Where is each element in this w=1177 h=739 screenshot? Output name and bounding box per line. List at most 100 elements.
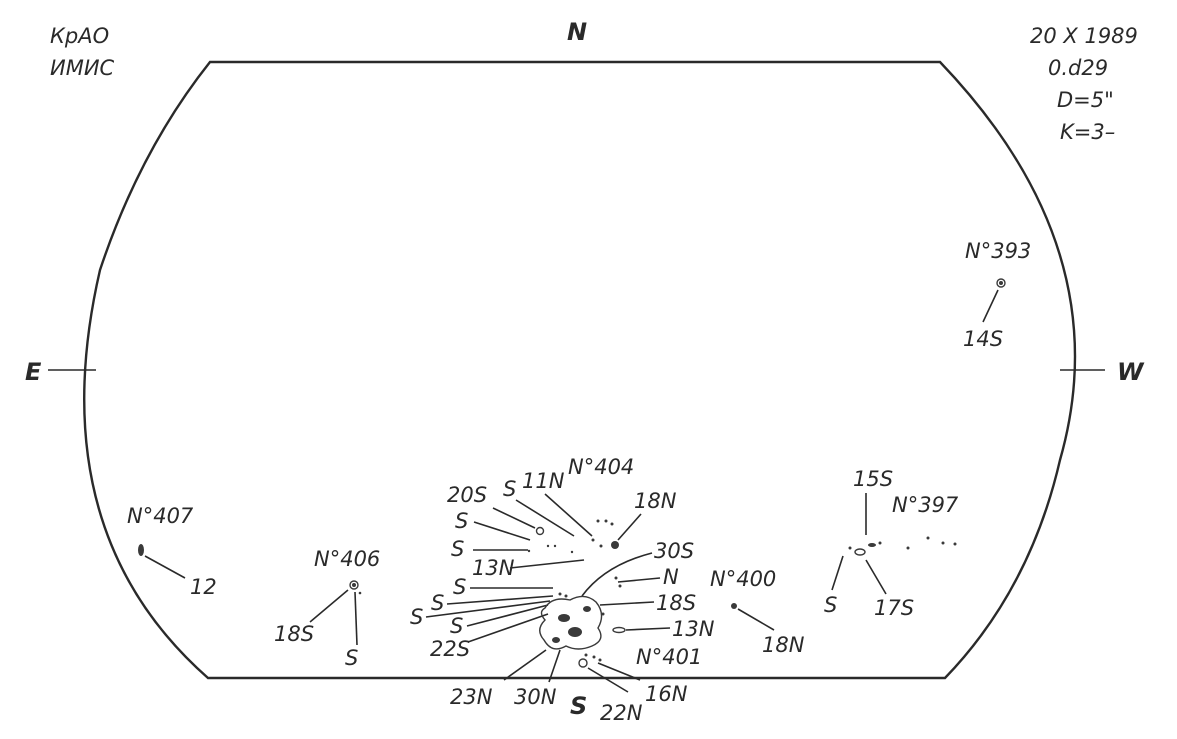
group-401-label-4: 30N	[514, 685, 557, 709]
observatory-line1: КрАО	[50, 24, 109, 48]
group-406: N°406 18S S	[274, 547, 380, 670]
group-404-dot-8	[527, 549, 531, 553]
group-406-leader-s	[354, 591, 358, 646]
group-404-label-0: 20S	[447, 483, 487, 507]
group-401-umbra-4	[583, 606, 591, 612]
group-393-label-0: 14S	[963, 327, 1003, 351]
group-404-label-2: 11N	[522, 469, 565, 493]
group-404-dot-1	[596, 519, 600, 523]
group-404-spot-20s	[535, 526, 545, 536]
group-404-leader-30s	[581, 552, 653, 597]
group-401-dot-1	[614, 576, 618, 580]
direction-west: W	[1117, 358, 1145, 386]
group-406-spot	[349, 580, 359, 590]
group-404-label-10: S	[410, 605, 423, 629]
direction-east: E	[25, 358, 42, 386]
observation-time: 0.d29	[1048, 56, 1108, 80]
group-404-leader-s-e	[425, 600, 551, 618]
group-401-penumbra	[539, 595, 603, 650]
group-406-number: N°406	[314, 547, 380, 571]
group-401-dot-2	[618, 584, 622, 588]
group-401-dot-8	[564, 594, 568, 598]
group-397-dot-1	[848, 546, 852, 550]
group-397-spot-a	[854, 548, 866, 556]
group-397-leader-1	[831, 555, 844, 591]
group-404-label-1: S	[503, 477, 516, 501]
group-404-leader-11n	[544, 493, 593, 537]
group-401: N°401 N 18S 13N 23N 30N 22N 16N	[450, 565, 715, 725]
group-404-dot-2	[604, 519, 608, 523]
group-404-leader-s-d	[446, 595, 554, 605]
group-397-dot-6	[953, 542, 957, 546]
group-404-label-7: 13N	[472, 556, 515, 580]
group-397: N°397 15S S 17S	[824, 467, 959, 620]
group-404: N°404 20S S 11N 18N S S 30S 13N S S S S …	[410, 455, 694, 661]
group-401-dot-6	[598, 658, 602, 662]
group-404-leader-22s	[467, 613, 549, 643]
group-407: N°407 12	[127, 504, 217, 599]
group-404-number: N°404	[568, 455, 634, 479]
group-397-dot-4	[926, 536, 930, 540]
group-401-label-6: 16N	[645, 682, 688, 706]
group-404-label-8: S	[453, 575, 466, 599]
group-404-label-9: S	[431, 591, 444, 615]
group-404-leader-s-top	[515, 499, 575, 537]
group-406-dot	[358, 591, 362, 595]
group-400-spot	[731, 603, 737, 609]
group-404-leader-20s	[492, 507, 536, 529]
group-397-label-2: 17S	[874, 596, 914, 620]
observatory-line2: ИМИС	[50, 56, 115, 80]
group-397-spot-b	[868, 543, 876, 547]
group-407-spot	[138, 544, 144, 556]
group-401-umbra-3	[552, 637, 560, 643]
group-393-umbra	[999, 281, 1003, 285]
group-404-label-11: S	[450, 614, 463, 638]
group-393-leader	[982, 289, 999, 323]
group-397-leader-2	[865, 559, 887, 595]
group-393: N°393 14S	[963, 239, 1031, 351]
group-404-spot-18n	[611, 541, 619, 549]
group-407-number: N°407	[127, 504, 194, 528]
observation-date: 20 X 1989	[1030, 24, 1138, 48]
group-401-label-3: 23N	[450, 685, 493, 709]
group-407-label-0: 12	[190, 575, 217, 599]
group-404-label-12: 22S	[430, 637, 470, 661]
group-401-umbra-2	[568, 627, 582, 637]
group-404-leader-18n	[617, 513, 642, 541]
group-401-label-0: N	[663, 565, 679, 589]
group-406-umbra	[352, 583, 356, 587]
seeing-diameter: D=5"	[1057, 88, 1114, 112]
group-401-dot-5	[592, 655, 596, 659]
group-401-leader-22n	[587, 667, 629, 693]
group-401-label-1: 18S	[656, 591, 696, 615]
group-400-number: N°400	[710, 567, 776, 591]
group-404-label-6: 30S	[654, 539, 694, 563]
group-404-label-4: S	[455, 509, 468, 533]
group-401-spot-13n	[612, 626, 626, 634]
group-404-dot-5	[599, 544, 603, 548]
image-quality: K=3–	[1060, 120, 1115, 144]
group-406-label-0: 18S	[274, 622, 314, 646]
group-404-dot-7	[553, 544, 557, 548]
group-400-label-0: 18N	[762, 633, 805, 657]
group-401-number: N°401	[636, 645, 702, 669]
group-401-umbra-1	[558, 614, 570, 622]
group-401-leader-13n	[625, 627, 671, 631]
group-401-leader-n	[617, 577, 661, 583]
group-401-dot-3	[601, 612, 605, 616]
group-404-dot-6	[546, 544, 550, 548]
group-401-spot-south	[578, 658, 588, 668]
direction-north: N	[567, 18, 587, 46]
solar-disk-outline	[83, 60, 1077, 680]
group-401-label-5: 22N	[600, 701, 643, 725]
group-401-dot-4	[584, 653, 588, 657]
group-404-label-5: S	[451, 537, 464, 561]
group-404-leader-13n	[509, 559, 585, 569]
group-406-label-1: S	[345, 646, 358, 670]
group-393-number: N°393	[965, 239, 1031, 263]
group-401-leader-16n	[597, 662, 641, 681]
group-401-dot-7	[558, 592, 562, 596]
group-404-label-3: 18N	[634, 489, 677, 513]
group-407-leader	[144, 555, 186, 579]
